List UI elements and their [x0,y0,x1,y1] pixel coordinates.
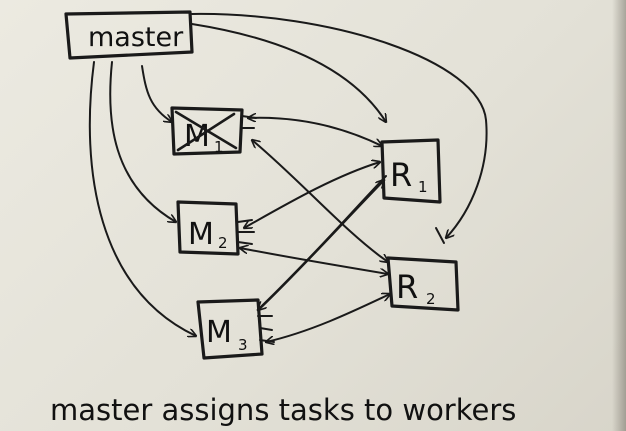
node-r1-box [380,138,442,204]
node-m3-subscript: 3 [238,336,248,354]
node-m1-strike-b [176,112,236,152]
node-r2-subscript: 2 [426,290,436,308]
node-m2-box [176,200,240,256]
node-r2-label: R [396,268,418,306]
node-master-box [64,10,194,60]
node-m2-subscript: 2 [218,234,228,252]
edge-master-r1 [191,23,386,122]
node-m1-subscript: 1 [214,138,224,156]
node-m1-ticks [241,115,257,129]
node-m2-label: M [188,217,214,252]
edge-master-m3 [88,61,196,336]
node-master-label: master [88,22,184,53]
edge-master-m2 [109,61,176,222]
edge-m1-r1 [248,118,382,146]
edge-master-m1 [141,65,172,122]
node-m3: M 3 [196,298,275,360]
node-m3-label: M [206,315,232,350]
node-r2-box [386,256,460,312]
node-m1: M 1 [170,106,257,156]
board-edge-shadow [612,0,626,431]
node-m3-box [196,298,264,360]
node-m1-box [170,106,244,156]
node-m2: M 2 [176,200,255,256]
node-r2: R 2 [386,256,460,312]
node-r1: R 1 [380,138,442,204]
node-m1-strike-a [174,110,238,150]
node-r1-label: R [390,156,412,194]
arrow-tick-mark [435,227,445,244]
node-m2-ticks [237,219,255,245]
node-r1-subscript: 1 [418,178,428,196]
edge-master-r2 [191,12,488,238]
edge-m3-r2 [266,294,390,342]
edge-m1-r2 [252,140,388,262]
caption: master assigns tasks to workers [50,393,516,427]
edge-m3-r1-overstroke [261,175,387,307]
node-m3-ticks [257,315,275,343]
node-master: master [64,10,194,60]
